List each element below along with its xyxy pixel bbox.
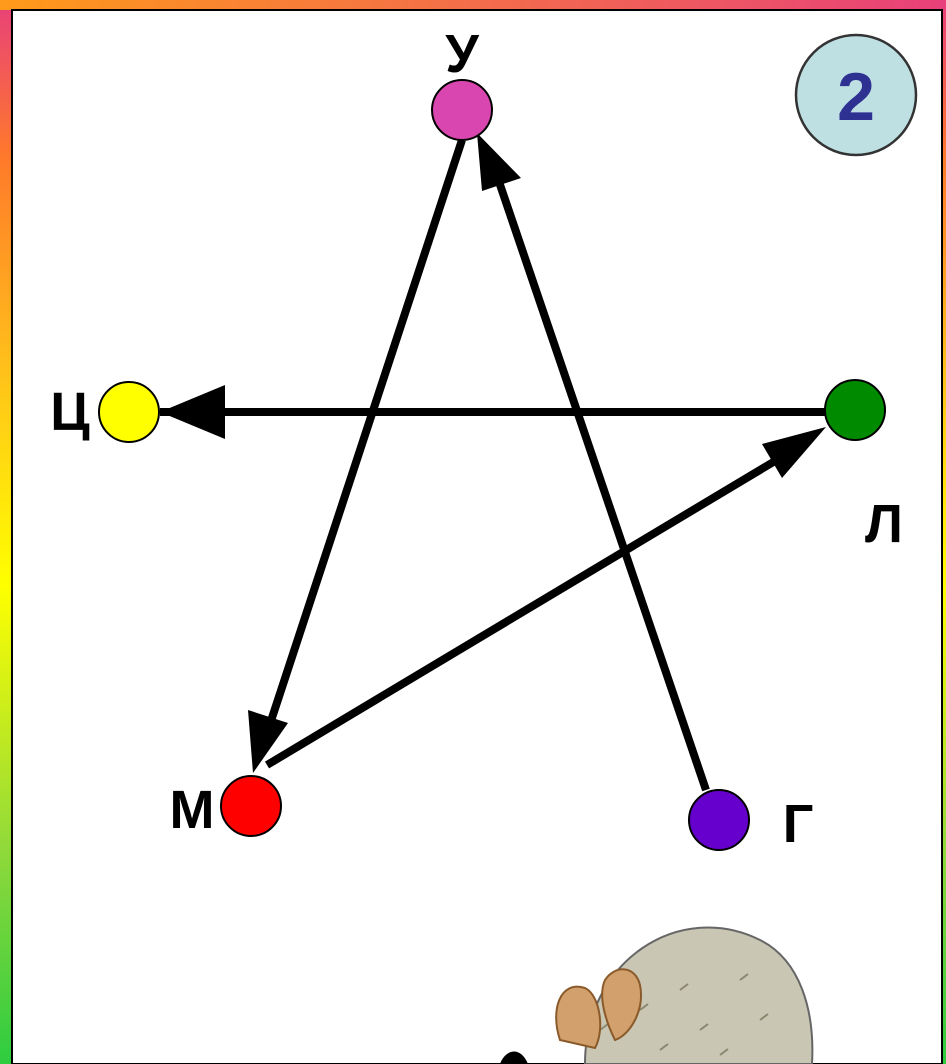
node-label-l: Л bbox=[865, 494, 903, 554]
node-circle-g bbox=[688, 789, 750, 851]
edge-m-to-l bbox=[264, 448, 793, 769]
edge-g-to-u bbox=[491, 168, 710, 792]
node-g: Г bbox=[688, 789, 814, 854]
arrowhead-ts bbox=[160, 385, 225, 439]
mouse-illustration bbox=[500, 926, 814, 1064]
node-circle-m bbox=[220, 775, 282, 837]
number-badge: 2 bbox=[794, 33, 918, 157]
edge-u-to-m bbox=[264, 138, 466, 732]
edges bbox=[160, 133, 826, 792]
node-label-m: М bbox=[170, 780, 215, 840]
arrowhead-l bbox=[762, 427, 826, 478]
node-u: У bbox=[431, 24, 493, 141]
node-l: Л bbox=[824, 379, 903, 554]
frame-border-top bbox=[0, 0, 946, 10]
arrowhead-m bbox=[248, 710, 288, 773]
arrowhead-u bbox=[477, 133, 521, 191]
content-area bbox=[11, 9, 943, 1064]
node-circle-ts bbox=[98, 381, 160, 443]
node-label-ts: Ц bbox=[50, 382, 90, 442]
node-label-u: У bbox=[445, 24, 480, 84]
node-m: М bbox=[170, 775, 282, 840]
node-circle-u bbox=[431, 79, 493, 141]
badge-number: 2 bbox=[837, 59, 875, 135]
node-circle-l bbox=[824, 379, 886, 441]
node-label-g: Г bbox=[783, 794, 814, 854]
node-ts: Ц bbox=[50, 381, 160, 443]
